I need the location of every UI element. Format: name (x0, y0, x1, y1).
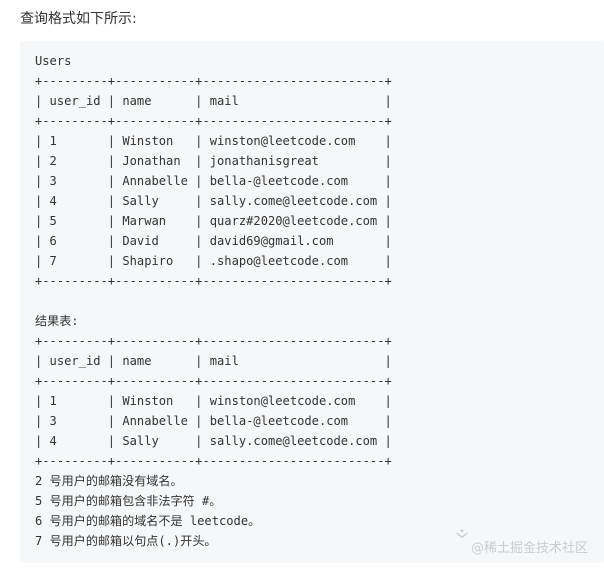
code-line: 7 号用户的邮箱以句点(.)开头。 (35, 534, 217, 548)
code-line: | 3 | Annabelle | bella-@leetcode.com | (35, 414, 392, 428)
code-line: | 6 | David | david69@gmail.com | (35, 234, 392, 248)
code-line: Users (35, 54, 72, 68)
code-line: | 4 | Sally | sally.come@leetcode.com | (35, 434, 392, 448)
code-line: | 1 | Winston | winston@leetcode.com | (35, 134, 392, 148)
code-line: | user_id | name | mail | (35, 94, 392, 108)
code-line: 结果表: (35, 314, 79, 328)
code-line: | 7 | Shapiro | .shapo@leetcode.com | (35, 254, 392, 268)
code-line (35, 291, 392, 311)
code-line: +---------+-----------+-----------------… (35, 114, 392, 128)
code-line: +---------+-----------+-----------------… (35, 374, 392, 388)
code-line: 5 号用户的邮箱包含非法字符 #。 (35, 494, 222, 508)
code-line: | user_id | name | mail | (35, 354, 392, 368)
intro-text: 查询格式如下所示: (20, 11, 137, 27)
code-line: 6 号用户的邮箱的域名不是 leetcode。 (35, 514, 261, 528)
code-block: Users +---------+-----------+------------… (20, 41, 604, 563)
code-content: Users +---------+-----------+------------… (35, 51, 392, 551)
code-line: | 5 | Marwan | quarz#2020@leetcode.com | (35, 214, 392, 228)
code-line: | 2 | Jonathan | jonathanisgreat | (35, 154, 392, 168)
juejin-logo-icon (441, 513, 468, 555)
watermark: @稀土掘金技术社区 (432, 498, 588, 556)
code-line: | 1 | Winston | winston@leetcode.com | (35, 394, 392, 408)
code-line: +---------+-----------+-----------------… (35, 74, 392, 88)
watermark-text: @稀土掘金技术社区 (470, 541, 588, 556)
code-line: 2 号用户的邮箱没有域名。 (35, 474, 183, 488)
code-line: | 4 | Sally | sally.come@leetcode.com | (35, 194, 392, 208)
code-line: +---------+-----------+-----------------… (35, 274, 392, 288)
code-line: +---------+-----------+-----------------… (35, 454, 392, 468)
code-line: +---------+-----------+-----------------… (35, 334, 392, 348)
code-line: | 3 | Annabelle | bella-@leetcode.com | (35, 174, 392, 188)
